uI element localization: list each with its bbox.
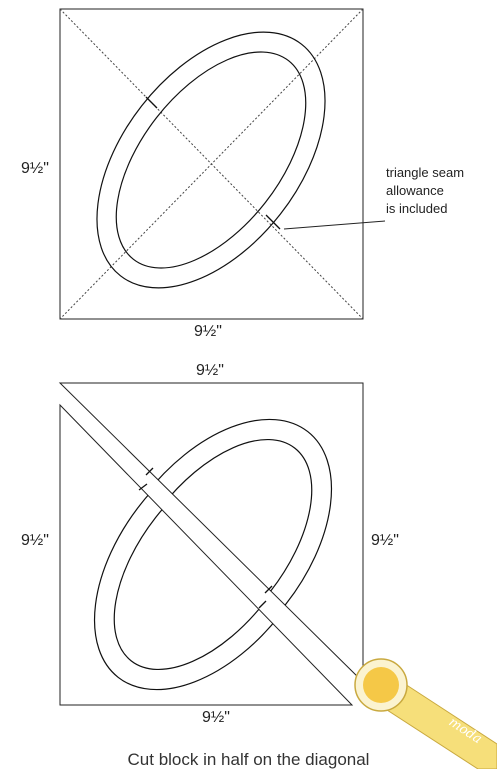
rotary-cutter-icon: moda bbox=[354, 658, 497, 770]
block-diagram-top bbox=[59, 8, 386, 320]
cut-seam-mark-2 bbox=[138, 483, 148, 491]
dimension-label-bottom-top: 9½" bbox=[194, 323, 222, 340]
triangle-upper-right bbox=[58, 382, 364, 684]
block-square bbox=[59, 8, 364, 320]
oval-half-upper bbox=[99, 418, 333, 680]
cutter-wheel bbox=[363, 667, 399, 703]
annotation-leader-line bbox=[283, 220, 386, 230]
instruction-caption: Cut block in half on the diagonal bbox=[127, 750, 370, 769]
dimension-label-right-cut: 9½" bbox=[371, 532, 399, 549]
triangle-lower-left bbox=[59, 403, 354, 706]
dimension-label-bottom-cut: 9½" bbox=[202, 709, 230, 726]
oval-ring-outer bbox=[96, 31, 326, 289]
seam-mark-upper bbox=[145, 96, 158, 109]
seam-allowance-annotation: triangle seam allowance is included bbox=[386, 164, 464, 218]
oval-ring-inner bbox=[115, 51, 307, 269]
cut-seam-mark-3 bbox=[264, 585, 273, 594]
dimension-label-top-cut: 9½" bbox=[196, 362, 224, 379]
diagonal-line-b bbox=[59, 8, 364, 320]
annotation-line-3: is included bbox=[386, 201, 448, 216]
cut-seam-mark-4 bbox=[258, 600, 267, 609]
dimension-label-left-top: 9½" bbox=[21, 160, 49, 177]
dimension-label-left-cut: 9½" bbox=[21, 532, 49, 549]
cut-seam-mark-1 bbox=[145, 467, 154, 476]
seam-mark-lower bbox=[265, 214, 281, 230]
oval-half-lower bbox=[93, 429, 327, 691]
annotation-line-1: triangle seam bbox=[386, 165, 465, 180]
block-diagram-cut bbox=[58, 382, 364, 706]
annotation-line-2: allowance bbox=[386, 183, 444, 198]
